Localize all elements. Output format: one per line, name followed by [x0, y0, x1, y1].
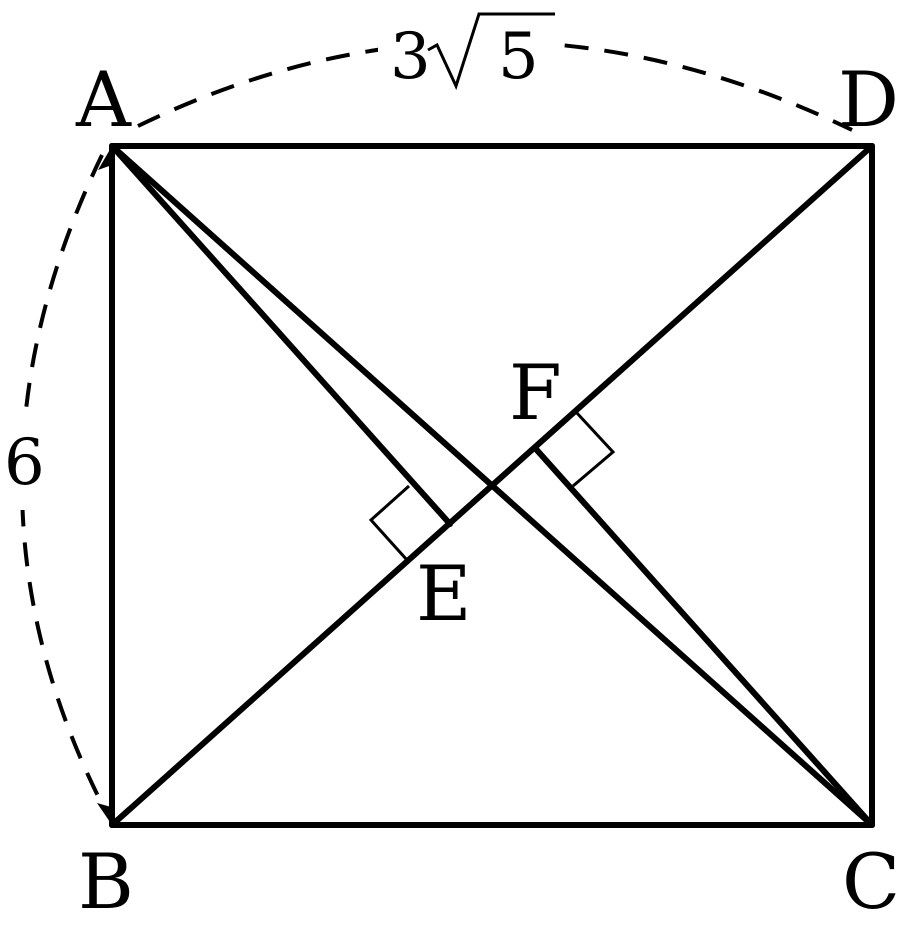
sqrt-symbol — [427, 12, 555, 91]
dimension-label-AB: 6 — [4, 426, 45, 500]
point-label-D: D — [838, 55, 899, 144]
dimension-label-AD-radicand: 5 — [498, 20, 539, 94]
segment-AE — [109, 143, 453, 527]
point-label-E: E — [416, 549, 471, 638]
point-label-F: F — [509, 348, 562, 437]
dim-label-bg-6 — [0, 420, 52, 510]
segment-AC — [109, 143, 875, 828]
point-label-B: B — [78, 837, 134, 926]
point-label-A: A — [75, 55, 132, 144]
right-angle-marker-E — [368, 484, 411, 562]
segment-CF — [532, 445, 875, 828]
right-angle-marker-F — [572, 410, 616, 488]
point-label-C: C — [842, 837, 900, 926]
arrowhead-A — [98, 146, 112, 170]
arrowhead-B — [97, 803, 112, 825]
dimension-arc-AB — [20, 154, 108, 813]
dimension-label-AD-coefficient: 3 — [390, 20, 431, 94]
